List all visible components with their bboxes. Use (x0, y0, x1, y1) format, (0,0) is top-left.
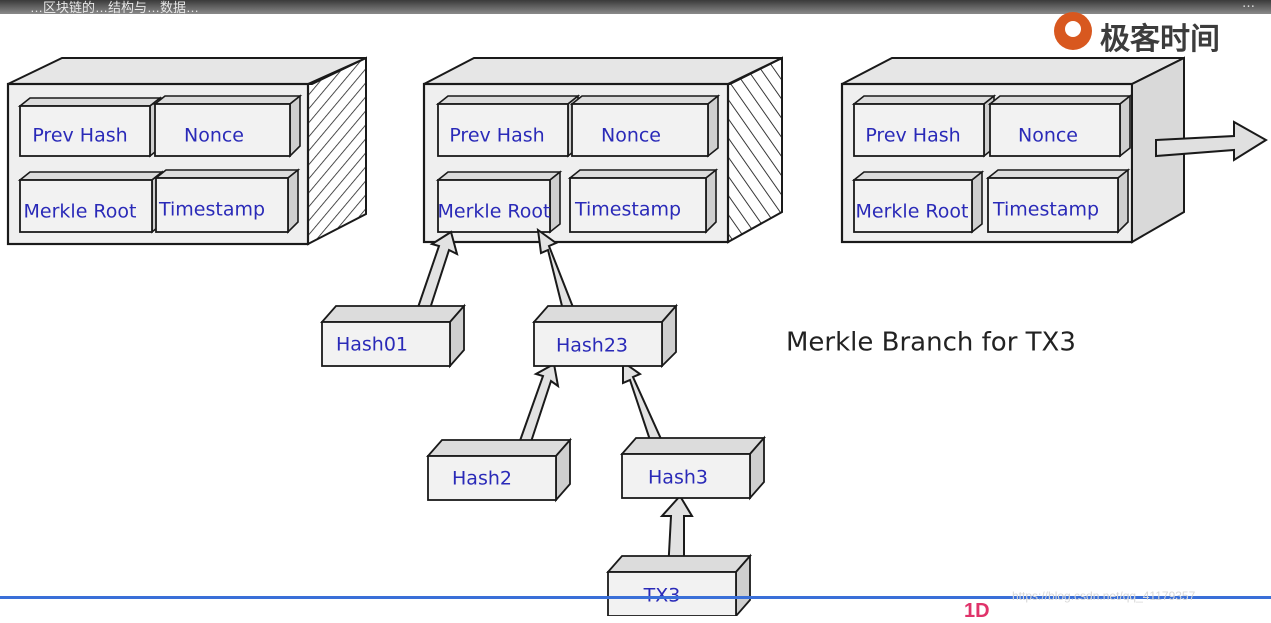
block-3-timestamp-field: Timestamp (985, 168, 1131, 234)
hash3-node: Hash3 (620, 435, 766, 501)
csdn-watermark: https://blog.csdn.net/qq_41179357 (1012, 589, 1196, 603)
hash01-node: Hash01 (320, 303, 466, 369)
geektime-logo-icon (1054, 12, 1092, 50)
bottom-glyph: 1D (964, 600, 990, 622)
block-3-nonce-field: Nonce (987, 94, 1133, 158)
block-2-prev-hash-label: Prev Hash (449, 125, 544, 147)
hash23-label: Hash23 (556, 335, 628, 357)
block-3-prev-hash-label: Prev Hash (865, 125, 960, 147)
tx3-label: TX3 (643, 585, 681, 607)
block-3-merkle-root-label: Merkle Root (856, 201, 969, 223)
block-2-nonce-label: Nonce (601, 125, 661, 147)
block-1-timestamp-label: Timestamp (158, 199, 265, 221)
title-bar-corner: … (1242, 0, 1255, 11)
geektime-logo-text: 极客时间 (1100, 22, 1220, 57)
hash01-label: Hash01 (336, 334, 408, 356)
tx3-node: TX3 (606, 553, 752, 616)
block-1-merkle-root-field: Merkle Root (17, 170, 165, 234)
tree-arrows (411, 227, 694, 573)
block-2-nonce-field: Nonce (569, 94, 721, 158)
block-2-merkle-root-label: Merkle Root (438, 201, 551, 223)
geektime-logo: 极客时间 (1054, 8, 1254, 57)
block-2-merkle-root-field: Merkle Root (435, 170, 563, 234)
video-title-bar: …区块链的…结构与…数据… … (0, 0, 1271, 15)
video-title: …区块链的…结构与…数据… (30, 0, 200, 15)
block-3-nonce-label: Nonce (1018, 125, 1078, 147)
block-2-timestamp-label: Timestamp (574, 199, 681, 221)
block-1-nonce-label: Nonce (184, 125, 244, 147)
block-1-nonce-field: Nonce (152, 94, 303, 158)
block-1: Prev Hash Nonce Merkle Root Timestamp (6, 56, 367, 246)
block-1-merkle-root-label: Merkle Root (24, 201, 137, 223)
block-3-prev-hash-field: Prev Hash (851, 94, 997, 158)
hash2-node: Hash2 (426, 437, 572, 503)
block-3: Prev Hash Nonce Merkle Root Timestamp (840, 56, 1185, 244)
block-2-prev-hash-field: Prev Hash (435, 94, 581, 158)
block-2-timestamp-field: Timestamp (567, 168, 719, 234)
merkle-branch-caption: Merkle Branch for TX3 (786, 328, 1076, 358)
block-1-prev-hash-field: Prev Hash (17, 96, 163, 158)
hash3-label: Hash3 (648, 467, 708, 489)
block-2: Prev Hash Nonce Merkle Root Timestamp (422, 56, 783, 244)
block-3-timestamp-label: Timestamp (992, 199, 1099, 221)
block-1-prev-hash-label: Prev Hash (32, 125, 127, 147)
next-block-arrow (1155, 120, 1268, 162)
hash2-label: Hash2 (452, 468, 512, 490)
progress-line (0, 596, 1271, 599)
hash23-node: Hash23 (532, 303, 678, 369)
block-3-merkle-root-field: Merkle Root (851, 170, 985, 234)
block-1-timestamp-field: Timestamp (153, 168, 301, 234)
